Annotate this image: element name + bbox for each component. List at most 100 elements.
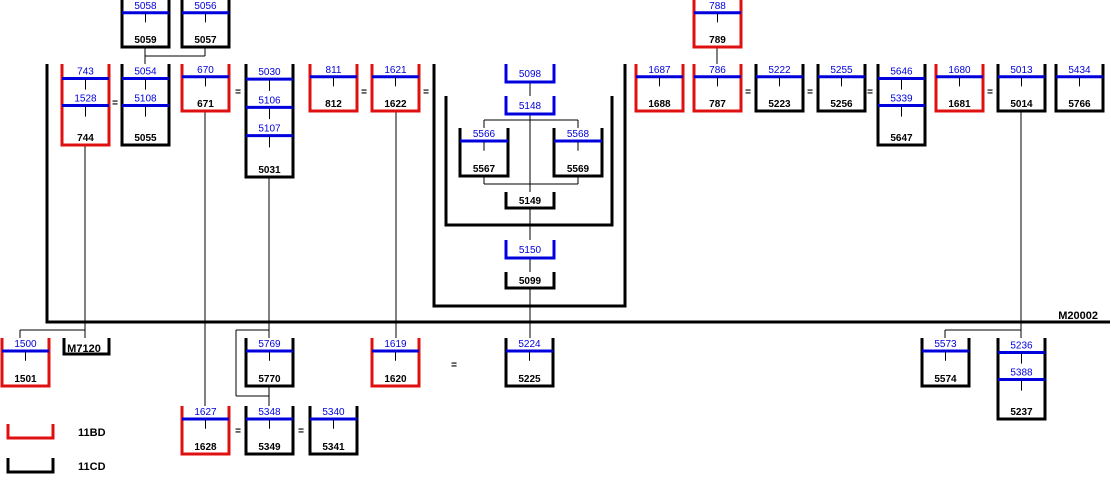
section-label: 5054 [134, 67, 157, 78]
legend-swatch-11cd [6, 458, 55, 474]
inner-frame-inner [444, 96, 614, 227]
box-outline [692, 0, 743, 49]
bottom-label: 5149 [519, 196, 542, 207]
section-label: 811 [326, 65, 342, 76]
box-outline [934, 64, 985, 113]
bottom-label: 1620 [384, 374, 407, 385]
bottom-label: 5574 [934, 374, 957, 385]
box-outline [180, 64, 231, 113]
section-label: 5340 [322, 407, 345, 418]
bottom-label: 5057 [194, 35, 217, 46]
section-label: 670 [197, 65, 214, 76]
bottom-label: 787 [709, 99, 726, 110]
box-outline [244, 406, 295, 456]
box-outline [458, 128, 510, 178]
box-outline [816, 64, 867, 113]
bottom-label: 812 [325, 99, 342, 110]
box-outline [996, 64, 1047, 113]
equals-sign: = [807, 87, 813, 98]
standalone-box [62, 338, 111, 356]
section-label: 5098 [519, 69, 542, 80]
equals-sign: = [235, 426, 241, 437]
section-label: 743 [77, 67, 94, 78]
section-label: 5148 [519, 101, 542, 112]
bottom-label: 1501 [14, 374, 37, 385]
section-label: 5255 [830, 65, 853, 76]
equals-sign: = [423, 87, 429, 98]
box-outline [504, 192, 556, 210]
section-label: 1621 [384, 65, 407, 76]
bottom-label: 5349 [258, 442, 281, 453]
box-1621: 1621 1622 [370, 64, 421, 113]
box-outline [120, 0, 171, 49]
bottom-label: 5099 [519, 276, 542, 287]
box-5098: 5098 [504, 64, 556, 84]
box-5099: 5099 [504, 272, 556, 290]
section-label: 1627 [194, 407, 217, 418]
bottom-label: 1681 [948, 99, 971, 110]
legend: 11BD 11CD [78, 427, 106, 473]
box-outline [370, 338, 421, 388]
box-outline [244, 64, 295, 179]
box-outline [308, 406, 359, 456]
bottom-label: 5014 [1010, 99, 1033, 110]
box-outline [370, 64, 421, 113]
box-5056: 5056 5057 [180, 0, 231, 49]
box-outline [504, 338, 555, 388]
legend-label-11bd: 11BD [78, 427, 106, 439]
bottom-label: 5647 [890, 133, 913, 144]
box-5149: 5149 [504, 192, 556, 210]
box-outline [180, 0, 231, 49]
section-label: 5568 [567, 129, 590, 140]
frame-label: M20002 [1058, 310, 1098, 322]
bottom-label: 5567 [473, 164, 496, 175]
section-label: 1687 [648, 65, 671, 76]
box-outline [308, 64, 359, 113]
section-label: 5348 [258, 407, 281, 418]
section-label: 5056 [194, 1, 217, 12]
bottom-label: 5223 [768, 99, 791, 110]
section-label: 1528 [74, 94, 97, 105]
section-label: 5013 [1010, 65, 1033, 76]
bottom-label: 5225 [518, 374, 541, 385]
box-5566: 5566 5567 [458, 128, 510, 178]
section-label: 5106 [258, 95, 281, 106]
box-outline [1054, 64, 1105, 113]
legend-swatch-11bd [6, 424, 55, 440]
section-label: 5646 [890, 67, 913, 78]
bottom-label: 5766 [1068, 99, 1091, 110]
section-label: 5150 [519, 245, 542, 256]
section-label: 5058 [134, 1, 157, 12]
bottom-label: 5055 [134, 133, 157, 144]
section-label: 5222 [768, 65, 791, 76]
section-label: 5769 [258, 339, 281, 350]
box-outline [244, 338, 295, 388]
box-outline [692, 64, 743, 113]
section-label: 5030 [258, 67, 281, 78]
box-outline [552, 128, 604, 178]
bottom-label: 1622 [384, 99, 407, 110]
box-5150: 5150 [504, 240, 556, 260]
equals-sign: = [451, 360, 457, 371]
section-label: 5107 [258, 124, 281, 135]
section-label: 5566 [473, 129, 496, 140]
box-outline [180, 406, 231, 456]
box-5148: 5148 [504, 96, 556, 116]
legend-label-11cd: 11CD [78, 461, 106, 473]
equals-sign: = [867, 87, 873, 98]
section-label: 1500 [14, 339, 37, 350]
